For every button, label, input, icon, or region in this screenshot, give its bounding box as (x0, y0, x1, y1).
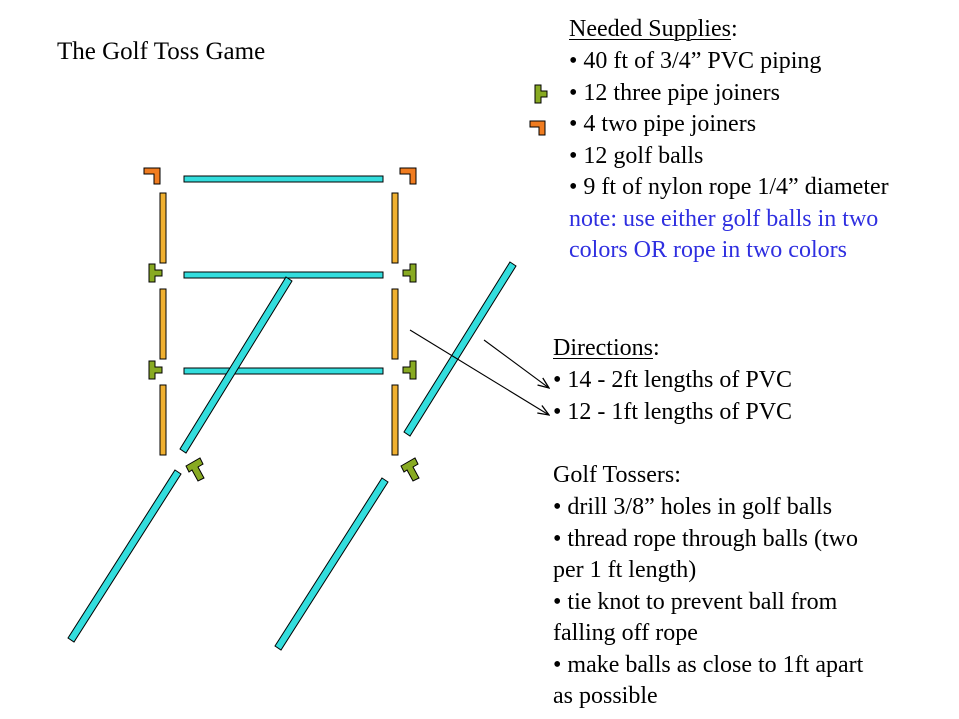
two-ft-pipe-diagonal-brace (179, 276, 293, 454)
tossers-line: • tie knot to prevent ball from (553, 588, 838, 615)
directions-item: • 14 - 2ft lengths of PVC (553, 367, 793, 393)
three-pipe-joiner-right-bottom (400, 457, 420, 482)
two-pipe-joiner-top-left (143, 167, 161, 185)
one-ft-pipe-left-2 (159, 288, 167, 360)
legend-two-pipe-joiner-icon (529, 120, 546, 136)
one-ft-pipe-left-3 (159, 384, 167, 456)
page-title: The Golf Toss Game (57, 38, 266, 65)
supplies-note-line: colors OR rope in two colors (569, 237, 847, 263)
supplies-item: • 12 three pipe joiners (569, 79, 781, 106)
supplies-item: • 4 two pipe joiners (569, 111, 757, 137)
directions-heading-colon: : (652, 335, 660, 361)
two-pipe-joiner-top-right (399, 167, 417, 185)
tossers-line: as possible (553, 683, 658, 709)
supplies-heading-text: Needed Supplies (569, 16, 731, 42)
supplies-item: • 40 ft of 3/4” PVC piping (569, 48, 822, 74)
tossers-line: • thread rope through balls (two (553, 525, 858, 552)
tossers-heading: Golf Tossers: (553, 462, 681, 488)
two-ft-pipe-rung-lower (183, 367, 384, 375)
one-ft-pipe-right-3 (391, 384, 399, 456)
two-ft-pipe-rung-top (183, 175, 384, 183)
two-ft-pipe-rung-middle (183, 271, 384, 279)
two-ft-pipe-leg-left (67, 469, 182, 643)
supplies-item: • 12 golf balls (569, 142, 704, 169)
three-pipe-joiner-left-bottom (185, 457, 205, 482)
arrow-to-two-ft-pipe (483, 339, 549, 388)
directions-list: • 14 - 2ft lengths of PVC • 12 - 1ft len… (553, 365, 792, 428)
tossers-line: • drill 3/8” holes in golf balls (553, 494, 833, 520)
directions-item: • 12 - 1ft lengths of PVC (553, 398, 793, 425)
three-pipe-joiner-left-lower (148, 360, 163, 380)
one-ft-pipe-left-1 (159, 192, 167, 264)
tossers-list: • drill 3/8” holes in golf balls • threa… (553, 492, 863, 713)
directions-heading: Directions: (553, 333, 660, 365)
arrow-to-one-ft-pipe (409, 329, 549, 415)
three-pipe-joiner-left-upper (148, 263, 163, 283)
supplies-note-line: note: use either golf balls in two (569, 205, 879, 232)
tossers-line: falling off rope (553, 620, 698, 646)
legend-three-pipe-joiner-icon (534, 84, 548, 104)
tossers-line: • make balls as close to 1ft apart (553, 651, 864, 678)
two-ft-pipe-separate (403, 261, 517, 437)
three-pipe-joiner-right-lower (402, 360, 417, 380)
supplies-list: • 40 ft of 3/4” PVC piping • 12 three pi… (569, 46, 889, 267)
two-ft-pipe-leg-right (274, 477, 389, 651)
supplies-item: • 9 ft of nylon rope 1/4” diameter (569, 174, 889, 200)
supplies-heading: Needed Supplies: (569, 14, 738, 46)
directions-heading-text: Directions (553, 335, 653, 361)
one-ft-pipe-right-2 (391, 288, 399, 360)
three-pipe-joiner-right-upper (402, 263, 417, 283)
tossers-line: per 1 ft length) (553, 557, 697, 583)
supplies-heading-colon: : (730, 16, 738, 42)
one-ft-pipe-right-1 (391, 192, 399, 264)
